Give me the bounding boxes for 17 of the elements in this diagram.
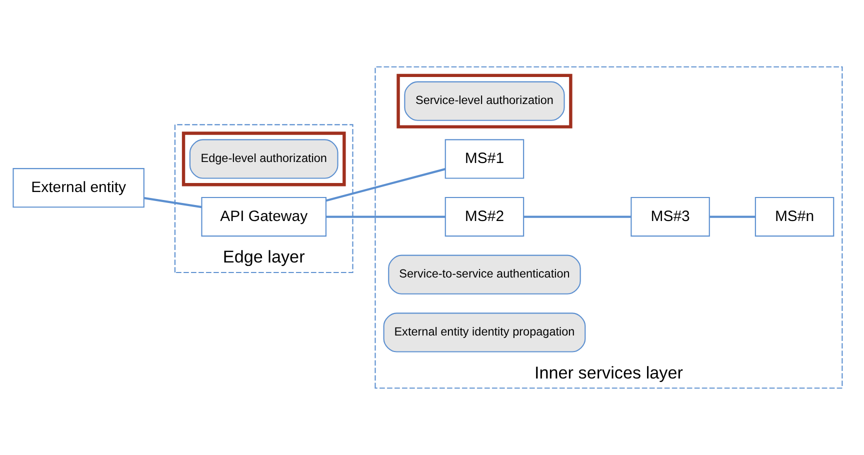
node-box: External entity [12, 168, 144, 208]
node-box: MS#1 [444, 139, 524, 179]
cluster [396, 74, 572, 128]
node-box: Edge-level authorization [189, 139, 338, 179]
connector [326, 216, 446, 218]
connector [326, 168, 446, 202]
node-box: Service-to-service authentication [388, 254, 581, 294]
node-box: MS#2 [444, 196, 524, 237]
node-box: MS#3 [630, 196, 710, 237]
node-box: External entity identity propagation [383, 312, 586, 352]
connector [144, 197, 202, 208]
node-box: MS#n [754, 196, 834, 237]
node-box: API Gateway [201, 196, 326, 237]
cluster [182, 132, 346, 186]
connector [710, 216, 756, 218]
node-box: Service-level authorization [404, 81, 565, 121]
connector [524, 216, 631, 218]
